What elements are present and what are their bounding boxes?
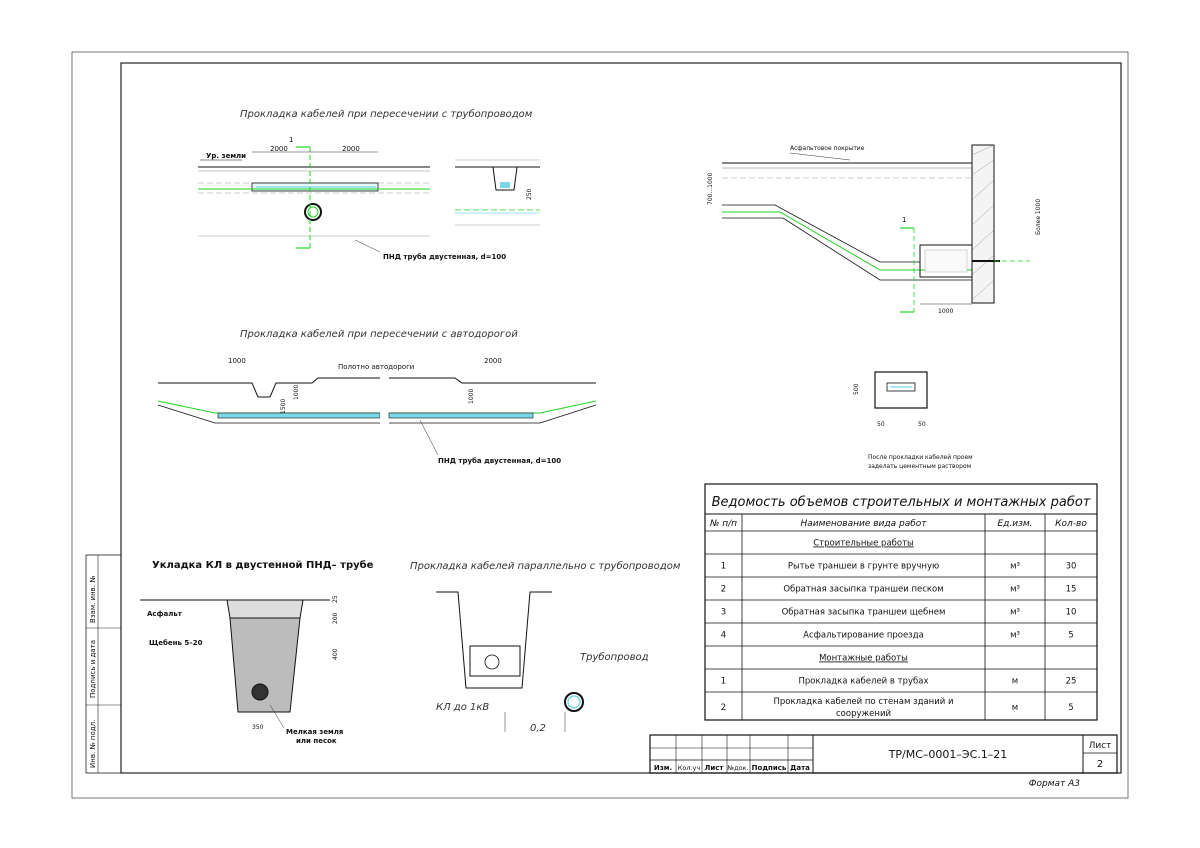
table-cell-n: 1 — [721, 677, 726, 687]
drawing2-title: Прокладка кабелей при пересечении с авто… — [240, 328, 518, 340]
side-stamp-0: Взам. инв. № — [89, 575, 97, 623]
drawing5-title: Укладка КЛ в двустенной ПНД– трубе — [152, 559, 374, 571]
title-block: Изм. Кол.уч Лист №док. Подпись Дата ТР/М… — [649, 734, 1118, 789]
table-cell-name: Обратная засыпка траншеи щебнем — [782, 608, 946, 618]
table-cell-unit: м³ — [1010, 608, 1020, 618]
note-line1: После прокладки кабелей проем — [868, 454, 973, 461]
asphalt-label: Асфальтовое покрытие — [790, 145, 865, 152]
soil-line1: Мелкая земля — [286, 728, 343, 736]
dim-height: 500 — [853, 383, 860, 395]
table-cell-qty: 5 — [1068, 631, 1073, 641]
table-cell-n: 3 — [721, 608, 726, 618]
road-label: Полотно автодороги — [338, 363, 414, 371]
work-volume-table: Ведомость объемов строительных и монтажн… — [704, 483, 1098, 721]
table-cell-unit: м³ — [1010, 631, 1020, 641]
dim-left: 2000 — [270, 145, 288, 153]
table-cell-name: Асфальтирование проезда — [803, 631, 924, 641]
side-stamp-2: Инв. № подл. — [89, 720, 97, 768]
table-cell-qty: 25 — [1066, 677, 1077, 687]
table-cell-qty: 15 — [1066, 585, 1077, 595]
table-cell-qty: 5 — [1068, 703, 1073, 713]
dim-right-2: 2000 — [484, 357, 502, 365]
format-label: Формат А3 — [1029, 779, 1081, 789]
dim-width-5: 350 — [252, 724, 264, 731]
drawing-wall-entry: Асфальтовое покрытие 1 1000 700...1000 Б… — [707, 144, 1042, 315]
stamp-col-4: Подпись — [752, 764, 787, 772]
drawing-parallel: Прокладка кабелей параллельно с трубопро… — [410, 560, 681, 734]
pipe-label-2: ПНД труба двустенная, d=100 — [438, 457, 561, 465]
stamp-col-1: Кол.уч — [678, 764, 701, 772]
depth-b: 1000 — [293, 385, 300, 400]
table-cell-name: Прокладка кабелей по стенам зданий и — [773, 697, 953, 707]
table-header-3: Кол-во — [1055, 519, 1087, 529]
table-cell-name: Прокладка кабелей в трубах — [799, 677, 929, 687]
pipe-label-6: Трубопровод — [580, 651, 649, 663]
dim-bottom-3: 1000 — [938, 308, 953, 315]
table-cell-unit: м³ — [1010, 585, 1020, 595]
table-cell-name: Рытье траншеи в грунте вручную — [788, 562, 939, 572]
side-stamp-1: Подпись и дата — [89, 640, 97, 698]
drawing1-title: Прокладка кабелей при пересечении с труб… — [240, 108, 533, 120]
dim-mid-5: 200 — [332, 612, 339, 624]
table-section-title: Строительные работы — [813, 539, 914, 549]
soil-line2: или песок — [296, 737, 337, 745]
table-cell-n: 2 — [721, 585, 726, 595]
side-stamp: Взам. инв. № Подпись и дата Инв. № подл. — [85, 554, 122, 774]
table-title: Ведомость объемов строительных и монтажн… — [712, 495, 1091, 510]
drawing-opening: 500 50 50 После прокладки кабелей проем … — [853, 371, 973, 470]
dim-left-2: 1000 — [228, 357, 246, 365]
drawing-pipe-crossing: Прокладка кабелей при пересечении с труб… — [198, 108, 540, 261]
asphalt-label-5: Асфальт — [147, 610, 183, 618]
table-cell-n: 4 — [721, 631, 726, 641]
table-header-1: Наименование вида работ — [800, 519, 927, 529]
table-cell-qty: 30 — [1066, 562, 1077, 572]
drawing-road-crossing: Прокладка кабелей при пересечении с авто… — [157, 328, 597, 465]
sheet-number: 2 — [1097, 759, 1103, 770]
note-line2: заделать цементным раствором — [868, 463, 971, 470]
dim-top-5: 25 — [332, 595, 339, 603]
table-body: № п/п Наименование вида работ Ед.изм. Кол-в… — [705, 514, 1097, 720]
drawing6-title: Прокладка кабелей параллельно с трубопро… — [410, 560, 681, 572]
gravel-label: Щебень 5–20 — [149, 639, 203, 647]
dim-b: 50 — [918, 421, 926, 428]
dim-6: 0,2 — [530, 723, 546, 734]
depth-a: 1500 — [280, 399, 287, 414]
table-header-2: Ед.изм. — [997, 519, 1032, 529]
section-mark: 1 — [289, 136, 293, 144]
sheet-label: Лист — [1089, 741, 1112, 751]
depth-left: 700...1000 — [707, 172, 714, 205]
cable-label: КЛ до 1кВ — [436, 702, 489, 713]
stamp-col-5: Дата — [790, 764, 810, 772]
pipe-label-1: ПНД труба двустенная, d=100 — [383, 253, 506, 261]
table-cell-name-cont: сооружений — [836, 709, 891, 719]
stamp-col-3: №док. — [726, 764, 748, 772]
table-cell-unit: м — [1012, 703, 1018, 713]
section-dim: 250 — [526, 188, 533, 200]
dim-a: 50 — [877, 421, 885, 428]
table-cell-n: 2 — [721, 703, 726, 713]
document-code: ТР/МС–0001–ЭС.1–21 — [888, 748, 1008, 761]
drawing-trench: Укладка КЛ в двустенной ПНД– трубе Асфал… — [140, 559, 374, 745]
table-cell-qty: 10 — [1066, 608, 1077, 618]
dim-low-5: 400 — [332, 648, 339, 660]
table-cell-name: Обратная засыпка траншеи песком — [783, 585, 943, 595]
table-cell-unit: м³ — [1010, 562, 1020, 572]
section-mark-3: 1 — [902, 216, 906, 224]
table-header-0: № п/п — [709, 519, 737, 529]
ground-label: Ур. земли — [206, 152, 246, 160]
table-cell-n: 1 — [721, 562, 726, 572]
table-cell-unit: м — [1012, 677, 1018, 687]
depth-c: 1000 — [468, 389, 475, 404]
stamp-col-0: Изм. — [654, 764, 672, 772]
stamp-col-2: Лист — [705, 764, 725, 772]
table-section-title: Монтажные работы — [819, 654, 908, 664]
depth-right: Более 1000 — [1035, 199, 1042, 235]
dim-right: 2000 — [342, 145, 360, 153]
